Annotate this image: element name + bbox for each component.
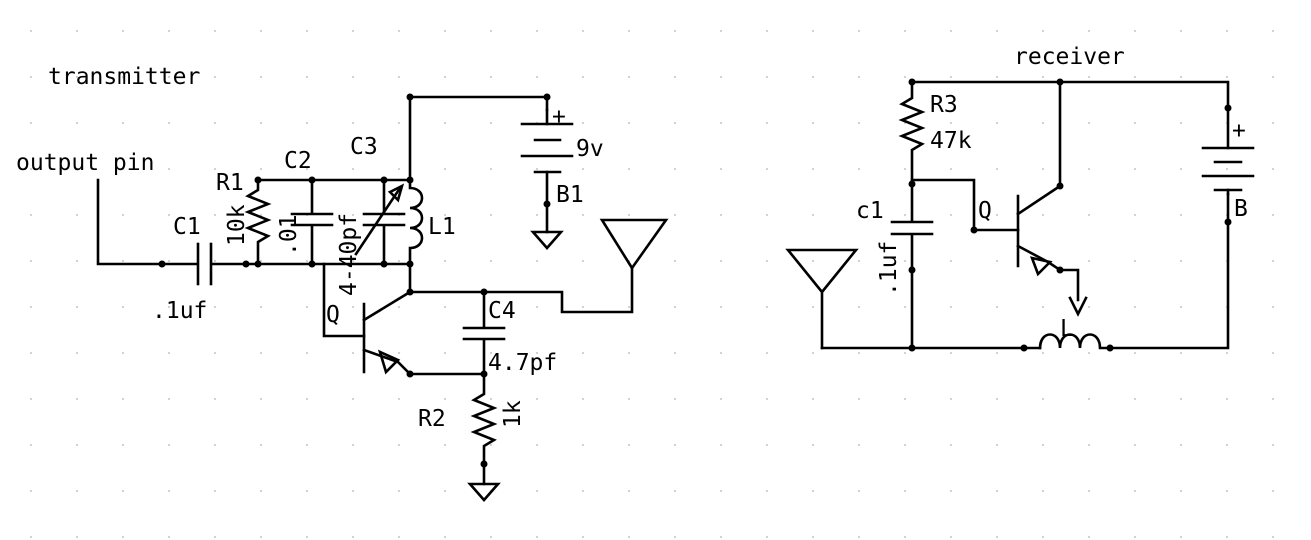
output-pin-label: output pin <box>16 150 154 176</box>
receiver-antenna-icon <box>785 248 859 350</box>
b-battery <box>1201 106 1255 196</box>
c2-label: C2 <box>284 148 312 174</box>
l-inductor <box>1038 192 1230 350</box>
receiver-title: receiver <box>1014 44 1125 70</box>
l1-inductor <box>408 178 424 266</box>
r3-resistor <box>898 80 926 186</box>
c4-capacitor <box>462 290 506 376</box>
receiver-junctions <box>908 78 1232 352</box>
c2-value: .01 <box>276 214 302 256</box>
transmitter-antenna-icon <box>599 218 669 271</box>
c1-value: .1uf <box>152 298 207 324</box>
battery-label: B1 <box>556 182 584 208</box>
l-label: L <box>1060 316 1074 342</box>
transmitter-title: transmitter <box>48 64 200 90</box>
c2-capacitor <box>290 178 334 266</box>
r1-value: 10k <box>224 204 250 246</box>
c3-value: 4-40pf <box>336 213 362 296</box>
battery-value: 9v <box>576 136 604 162</box>
b1-ground-icon <box>530 230 564 250</box>
c1-capacitor <box>196 242 213 286</box>
receiver-top-rail <box>910 80 1230 110</box>
receiver-battery-plus: + <box>1232 118 1246 144</box>
r2-value: 1k <box>500 400 526 428</box>
c1-label: C1 <box>173 214 201 240</box>
receiver-c1-capacitor <box>890 182 934 350</box>
c4-label: C4 <box>488 298 516 324</box>
c3-variable-capacitor <box>354 178 406 266</box>
r2-ground-icon <box>467 482 501 502</box>
r1-label: R1 <box>216 170 244 196</box>
q-label: Q <box>326 302 340 328</box>
r3-value: 47k <box>930 128 972 154</box>
c3-label: C3 <box>350 134 378 160</box>
receiver-circuit: receiver R3 47k c1 .1uf Q L + B <box>785 44 1255 352</box>
supply-wire <box>408 95 549 182</box>
receiver-c1-value: .1uf <box>876 241 902 296</box>
transmitter-circuit: transmitter output pin C1 .1uf R1 10k C2… <box>16 64 669 502</box>
c4-value: 4.7pf <box>488 350 557 376</box>
r2-label: R2 <box>418 406 446 432</box>
l1-label: L1 <box>428 214 456 240</box>
r1-resistor <box>244 178 272 266</box>
receiver-battery-label: B <box>1234 196 1248 222</box>
r2-resistor <box>470 372 498 486</box>
receiver-c1-label: c1 <box>856 198 884 224</box>
receiver-q-transistor <box>1016 80 1088 317</box>
transmitter-junctions <box>158 93 551 468</box>
receiver-q-label: Q <box>978 198 992 224</box>
collector-wire <box>408 266 634 314</box>
r3-label: R3 <box>930 92 958 118</box>
q-transistor <box>322 262 412 376</box>
base-wire <box>910 178 1020 232</box>
battery-plus-label: + <box>552 104 566 130</box>
